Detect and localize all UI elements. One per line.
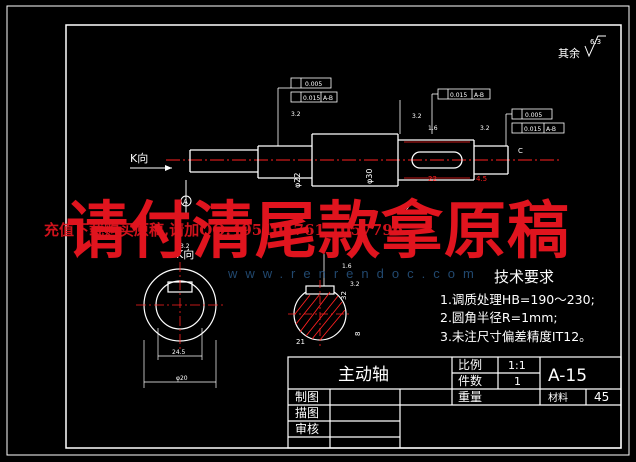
dim-22: 22 [428, 175, 437, 183]
k-view-label-main: K向 [130, 151, 148, 165]
dim-phi20: φ20 [176, 375, 188, 382]
surface-finish-value: 6.3 [590, 38, 601, 46]
tolerance-frame-5 [511, 108, 565, 134]
svg-text:3.2: 3.2 [480, 125, 490, 132]
section-a-hatch [294, 291, 346, 341]
dim-21: 21 [296, 338, 305, 346]
tol-3-value: 0.015 [450, 92, 467, 99]
scale-label: 比例 [458, 358, 482, 372]
keyway-detail [404, 141, 470, 179]
leader-lines [277, 87, 512, 290]
drawing-number: A-15 [548, 366, 587, 386]
svg-text:3.2: 3.2 [400, 205, 410, 212]
shaft-outline [189, 133, 509, 187]
tech-req-item-3: 3.未注尺寸偏差精度IT12。 [440, 329, 592, 344]
traced-label: 描图 [295, 406, 319, 420]
dim-24-5: 24.5 [172, 349, 186, 356]
tol-3-datum: A-B [474, 92, 484, 99]
k-arrow-head [165, 165, 172, 171]
k-section-centerlines [136, 262, 224, 350]
dim-4-5: 4.5 [476, 175, 487, 183]
roughness-marks: 3.2 3.2 1.6 3.2 3.2 1.6 3.2 3.2 [180, 111, 490, 288]
section-a-letter: A [183, 198, 188, 206]
tolerance-frame-1 [290, 77, 338, 103]
svg-text:3.2: 3.2 [412, 113, 422, 120]
material-label: 材料 [548, 391, 568, 404]
svg-text:3.2: 3.2 [180, 243, 190, 250]
tech-req-item-1: 1.调质处理HB=190～230; [440, 292, 595, 307]
k-view-label-section: K向 [176, 247, 194, 261]
section-a-centerlines [288, 280, 352, 346]
dim-phi22: φ22 [293, 173, 302, 188]
tol-5-value: 0.015 [524, 126, 541, 133]
dim-32: 32 [340, 291, 348, 300]
checked-label: 审核 [295, 421, 319, 436]
dim-8: 8 [354, 332, 362, 336]
qty-value: 1 [514, 375, 521, 388]
tol-5-datum: A-B [546, 126, 556, 133]
tol-1-value: 0.005 [305, 81, 322, 88]
material-value: 45 [594, 390, 609, 404]
surface-finish-label: 其余 [558, 46, 580, 60]
tech-req-title: 技术要求 [494, 268, 554, 286]
svg-text:3.2: 3.2 [350, 281, 360, 288]
tol-4-value: 0.005 [525, 112, 542, 119]
svg-text:1.6: 1.6 [342, 263, 352, 270]
k-section-dims [143, 328, 217, 388]
svg-text:1.6: 1.6 [428, 125, 438, 132]
tol-2-value: 0.015 [303, 95, 320, 102]
section-a-circle [180, 195, 192, 207]
drawn-label: 制图 [295, 390, 319, 404]
qty-label: 件数 [458, 373, 482, 388]
tech-req-item-2: 2.圆角半径R=1mm; [440, 310, 558, 325]
title-block [287, 356, 622, 449]
watermark-url: www.renrendoc.com [228, 266, 482, 281]
dim-phi30: φ30 [365, 169, 374, 184]
svg-text:3.2: 3.2 [291, 111, 301, 118]
weight-label: 重量 [458, 390, 482, 404]
roughness-symbol-top [584, 35, 606, 58]
section-c-label: C [518, 147, 523, 155]
tol-2-datum: A-B [323, 95, 333, 102]
outer-border [6, 5, 630, 456]
scale-value: 1:1 [508, 359, 526, 372]
part-name: 主动轴 [338, 365, 389, 385]
